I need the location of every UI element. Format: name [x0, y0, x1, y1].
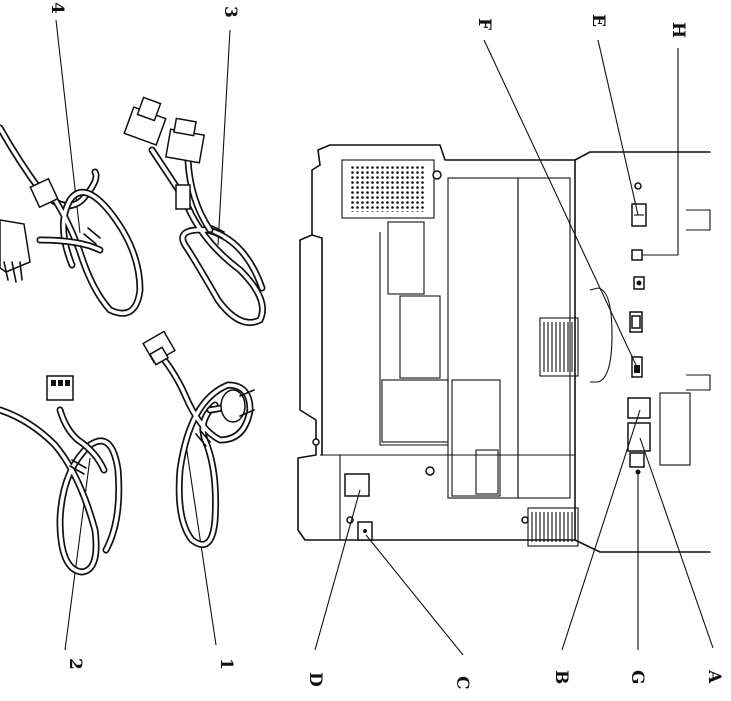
callout-F: F [474, 18, 494, 30]
middle-vent [539, 317, 579, 377]
callout-H: H [668, 22, 688, 38]
top-grille [341, 159, 435, 219]
callout-3: 3 [220, 6, 240, 18]
cable-4-adapter-cord [0, 124, 144, 317]
cable-2-line-cord [0, 375, 123, 576]
callout-E: E [588, 14, 608, 27]
ports [344, 182, 651, 541]
callout-1: 1 [216, 658, 236, 670]
lower-vent [527, 507, 579, 547]
callout-A: A [704, 669, 724, 684]
callout-2: 2 [65, 658, 85, 670]
port-D-connector [344, 473, 370, 497]
cable-3-data-cable [123, 96, 266, 326]
port-B-connector [627, 397, 651, 419]
callout-B: B [551, 670, 571, 684]
printer-body [297, 144, 711, 553]
port-G-connector [629, 452, 645, 468]
callout-C: C [452, 676, 472, 690]
callout-G: G [627, 670, 647, 685]
port-H-connector [631, 249, 643, 261]
callout-D: D [305, 672, 325, 687]
cable-1-power-cord [142, 330, 255, 548]
callout-labels: 1 2 3 4 A B C D E F G H [47, 2, 724, 690]
callout-4: 4 [47, 2, 67, 14]
